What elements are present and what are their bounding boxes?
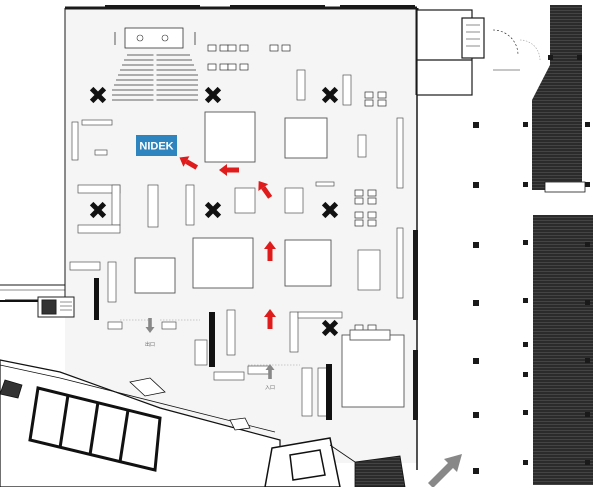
left-elevator (37, 296, 75, 318)
route-arrows (179, 156, 276, 329)
lower-left-building (0, 359, 406, 487)
black-partitions (0, 278, 332, 420)
exit-direction-arrow (428, 454, 462, 487)
entrance-marker: 入口 (265, 364, 275, 391)
route-arrow-1 (264, 309, 276, 329)
door-swings (120, 39, 541, 366)
route-arrow-3 (258, 180, 273, 199)
route-arrow-5 (179, 156, 199, 170)
seating-area (112, 27, 198, 102)
nidek-label: NIDEK (139, 141, 173, 153)
service-room (416, 9, 520, 96)
route-arrow-4 (219, 164, 239, 176)
route-arrow-2 (264, 241, 276, 261)
window-strips (105, 5, 418, 420)
column-grid (473, 55, 590, 474)
nidek-booth: NIDEK (136, 135, 177, 156)
exit-label: 出口 (145, 341, 155, 348)
right-wing (532, 5, 593, 485)
cafe-tables (207, 44, 387, 332)
x-columns (89, 86, 339, 337)
entrance-label: 入口 (265, 385, 275, 391)
exit-marker: 出口 (145, 318, 155, 348)
booth-blocks (134, 111, 405, 408)
